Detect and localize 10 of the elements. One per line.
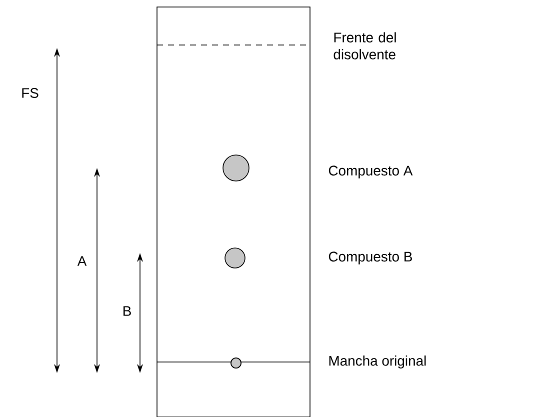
spot-label: Compuesto B xyxy=(328,252,412,264)
spot-label: Compuesto A xyxy=(328,166,413,178)
spot xyxy=(222,154,250,182)
tlc-plate xyxy=(156,6,310,417)
spot-label: Mancha original xyxy=(329,356,426,368)
dimension-label: FS xyxy=(22,88,38,98)
dimension-label: B xyxy=(124,306,131,316)
dimension-label: A xyxy=(77,256,87,266)
solvent-front-label: Frente del disolvente xyxy=(334,32,396,60)
spot xyxy=(224,248,246,268)
